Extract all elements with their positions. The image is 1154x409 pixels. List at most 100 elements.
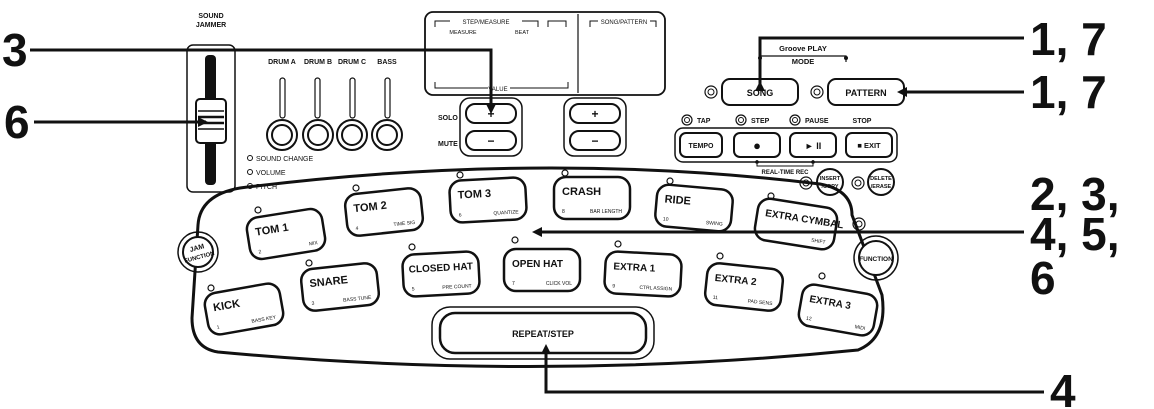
pad-row-bottom: KICK 1 BASS KEY SNARE 3 BASS TUNE CLOSED… xyxy=(203,236,879,338)
mode-group: Groove PLAY MODE SONG PATTERN xyxy=(704,44,905,106)
display-beat: BEAT xyxy=(515,30,530,36)
svg-text:CLICK VOL: CLICK VOL xyxy=(546,281,572,287)
sound-jammer-slider[interactable]: SOUND JAMMER xyxy=(186,13,236,193)
callout-arrowheads xyxy=(198,81,907,354)
callout-2-3: 2, 3, xyxy=(1030,168,1120,220)
pad-tom-1[interactable]: TOM 1 2 MIX xyxy=(245,207,327,261)
function-button[interactable]: FUNCTION xyxy=(853,235,899,281)
realtime-rec-label: REAL-TIME REC xyxy=(762,170,810,176)
pad-extra-3[interactable]: EXTRA 3 12 MIDI xyxy=(797,283,879,338)
value-buttons-right: + − xyxy=(563,97,627,157)
svg-text:12: 12 xyxy=(806,316,813,323)
display-measure: MEASURE xyxy=(449,30,477,36)
svg-text:11: 11 xyxy=(712,295,718,302)
pad-tom-2[interactable]: TOM 2 4 TIME SIG xyxy=(343,187,425,237)
svg-text:+: + xyxy=(591,107,598,121)
svg-text:CTRL ASSIGN: CTRL ASSIGN xyxy=(639,285,673,293)
svg-text:TOM 3: TOM 3 xyxy=(457,188,491,202)
play-pause-button[interactable]: ► II xyxy=(789,132,837,158)
svg-text:JAM: JAM xyxy=(189,243,205,254)
slider-title-2: JAMMER xyxy=(196,22,226,29)
led-extra-3 xyxy=(818,272,826,280)
led-extra-cymbal xyxy=(767,192,775,200)
pad-closed-hat[interactable]: CLOSED HAT 5 PRE COUNT xyxy=(401,250,481,298)
svg-text:1: 1 xyxy=(216,325,220,331)
svg-text:BASS KEY: BASS KEY xyxy=(251,315,277,325)
svg-text:9: 9 xyxy=(612,283,615,289)
pattern-button[interactable]: PATTERN xyxy=(827,78,905,106)
pad-extra-2[interactable]: EXTRA 2 11 PAD SENS xyxy=(703,262,785,312)
svg-text:−: − xyxy=(591,134,598,148)
pad-row-top: TOM 1 2 MIX TOM 2 4 TIME SIG TOM 3 6 QUA… xyxy=(245,169,846,261)
svg-text:EXTRA 2: EXTRA 2 xyxy=(714,273,757,288)
svg-text:−: − xyxy=(487,134,494,148)
stop-exit-button[interactable]: ■ EXIT xyxy=(845,132,893,158)
callout-6-right: 6 xyxy=(1030,252,1056,304)
svg-text:3: 3 xyxy=(311,301,315,307)
pad-crash[interactable]: CRASH 8 BAR LENGTH xyxy=(552,175,632,221)
svg-text:SONG: SONG xyxy=(747,88,774,98)
delete-erase-button[interactable]: DELETE /ERASE xyxy=(867,168,895,196)
knob-group: DRUM A DRUM B DRUM C BASS xyxy=(266,59,403,151)
pad-open-hat[interactable]: OPEN HAT 7 CLICK VOL xyxy=(502,247,582,293)
svg-text:QUANTIZE: QUANTIZE xyxy=(493,209,519,216)
svg-text:CRASH: CRASH xyxy=(562,186,601,198)
value-plus-button[interactable]: + xyxy=(569,103,621,124)
mode-label: MODE xyxy=(792,57,815,66)
pad-area-outline xyxy=(190,166,885,368)
mute-label: MUTE xyxy=(438,141,458,148)
delete-erase-group: DELETE /ERASE xyxy=(851,168,895,196)
option-pitch: PITCH xyxy=(256,184,277,191)
svg-text:4: 4 xyxy=(355,226,359,232)
svg-text:INSERT: INSERT xyxy=(820,176,841,182)
led-closed-hat xyxy=(408,243,416,251)
knob-bass[interactable] xyxy=(371,119,403,151)
step-label: STEP xyxy=(751,118,770,125)
knob-drum-a[interactable] xyxy=(266,119,298,151)
svg-text:EXTRA 1: EXTRA 1 xyxy=(613,261,656,274)
display-song-pattern: SONG/PATTERN xyxy=(601,20,647,26)
groove-play-label: Groove PLAY xyxy=(779,44,827,53)
pad-snare[interactable]: SNARE 3 BASS TUNE xyxy=(299,262,381,312)
option-volume: VOLUME xyxy=(256,170,286,177)
solo-label: SOLO xyxy=(438,115,458,122)
mute-minus-button[interactable]: − xyxy=(465,130,517,151)
display-value: VALUE xyxy=(488,87,507,93)
svg-text:PAD SENS: PAD SENS xyxy=(747,298,773,307)
repeat-step-button[interactable]: REPEAT/STEP xyxy=(438,311,648,355)
knob-drum-c[interactable] xyxy=(336,119,368,151)
led-tom-2 xyxy=(352,184,360,192)
svg-text:KICK: KICK xyxy=(212,298,241,314)
svg-text:TOM 2: TOM 2 xyxy=(353,200,387,215)
function-button-group: FUNCTION xyxy=(852,217,899,281)
callout-1-7-top: 1, 7 xyxy=(1030,13,1107,65)
pad-tom-3[interactable]: TOM 3 6 QUANTIZE xyxy=(448,176,528,224)
led-kick xyxy=(207,284,215,292)
pad-kick[interactable]: KICK 1 BASS KEY xyxy=(203,282,285,337)
svg-text:RIDE: RIDE xyxy=(664,193,691,207)
value-minus-button[interactable]: − xyxy=(569,130,621,151)
transport-group: TAP STEP PAUSE STOP TEMPO ● ► II ■ EXIT … xyxy=(674,114,898,176)
display-step-measure: STEP/MEASURE xyxy=(462,20,509,26)
lcd-display: STEP/MEASURE MEASURE BEAT SONG/PATTERN V… xyxy=(424,11,666,96)
jam-function-button[interactable]: JAM FUNCTION xyxy=(177,231,219,273)
stop-label: STOP xyxy=(853,118,872,125)
callout-4-5: 4, 5, xyxy=(1030,208,1120,260)
tap-label: TAP xyxy=(697,118,711,125)
knob-drum-b[interactable] xyxy=(302,119,334,151)
svg-text:6: 6 xyxy=(459,212,462,218)
svg-text:7: 7 xyxy=(512,281,515,287)
pad-ride[interactable]: RIDE 10 SWING xyxy=(654,183,734,233)
pad-extra-1[interactable]: EXTRA 1 9 CTRL ASSIGN xyxy=(603,250,683,298)
callout-3: 3 xyxy=(2,24,28,76)
record-button[interactable]: ● xyxy=(733,132,781,158)
callout-1-7-bottom: 1, 7 xyxy=(1030,66,1107,118)
knob-label-drum-b: DRUM B xyxy=(304,59,332,66)
callout-4: 4 xyxy=(1050,365,1076,409)
tempo-button[interactable]: TEMPO xyxy=(679,132,723,158)
option-sound-change: SOUND CHANGE xyxy=(256,156,314,163)
pad-extra-cymbal[interactable]: EXTRA CYMBAL SHIFT xyxy=(753,197,846,252)
svg-text:TIME SIG: TIME SIG xyxy=(393,220,416,228)
svg-text:5: 5 xyxy=(412,286,415,292)
